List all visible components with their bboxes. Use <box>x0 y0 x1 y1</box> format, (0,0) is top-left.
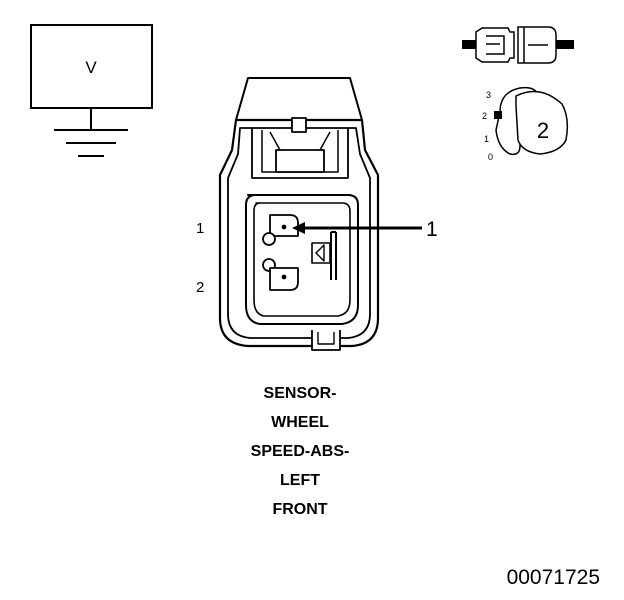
title-line-1: SENSOR- <box>263 385 337 402</box>
connector-cavity <box>245 194 359 325</box>
view-selector-icon: 3 2 1 0 2 <box>482 86 569 162</box>
voltmeter-symbol: V <box>85 58 97 77</box>
pin-label-1: 1 <box>196 220 204 237</box>
lock-feature <box>311 231 337 280</box>
connector-cavity-inner <box>253 202 351 317</box>
latch-housing <box>251 128 349 179</box>
connector-outer-body <box>218 118 380 348</box>
connector <box>218 77 380 351</box>
title-line-5: FRONT <box>272 501 328 518</box>
latch-button <box>275 149 325 173</box>
keyway-notch <box>311 330 341 351</box>
callout-number: 1 <box>426 218 438 241</box>
voltmeter-box <box>30 24 153 109</box>
title-line-4: LEFT <box>280 472 320 489</box>
title-line-2: WHEEL <box>271 414 329 431</box>
view-step-3: 3 <box>486 90 491 100</box>
view-step-1: 1 <box>484 134 489 144</box>
pin-label-2: 2 <box>196 279 204 296</box>
connector-mating-icon <box>462 26 574 64</box>
view-step-2: 2 <box>482 111 487 121</box>
document-number: 00071725 <box>506 566 600 589</box>
view-selected-number: 2 <box>537 118 549 143</box>
terminal-1-latch <box>262 232 276 246</box>
latch-tab <box>291 117 307 133</box>
connector-inner-outline <box>227 127 371 339</box>
terminal-1-contact <box>281 224 287 230</box>
voltmeter: V <box>30 24 153 157</box>
view-step-0: 0 <box>488 152 493 162</box>
callout-leader <box>292 222 422 234</box>
title-line-3: SPEED-ABS- <box>250 443 350 460</box>
ground-icon <box>54 129 128 157</box>
connector-latch-cap <box>235 77 363 121</box>
terminal-2-contact <box>281 274 287 280</box>
